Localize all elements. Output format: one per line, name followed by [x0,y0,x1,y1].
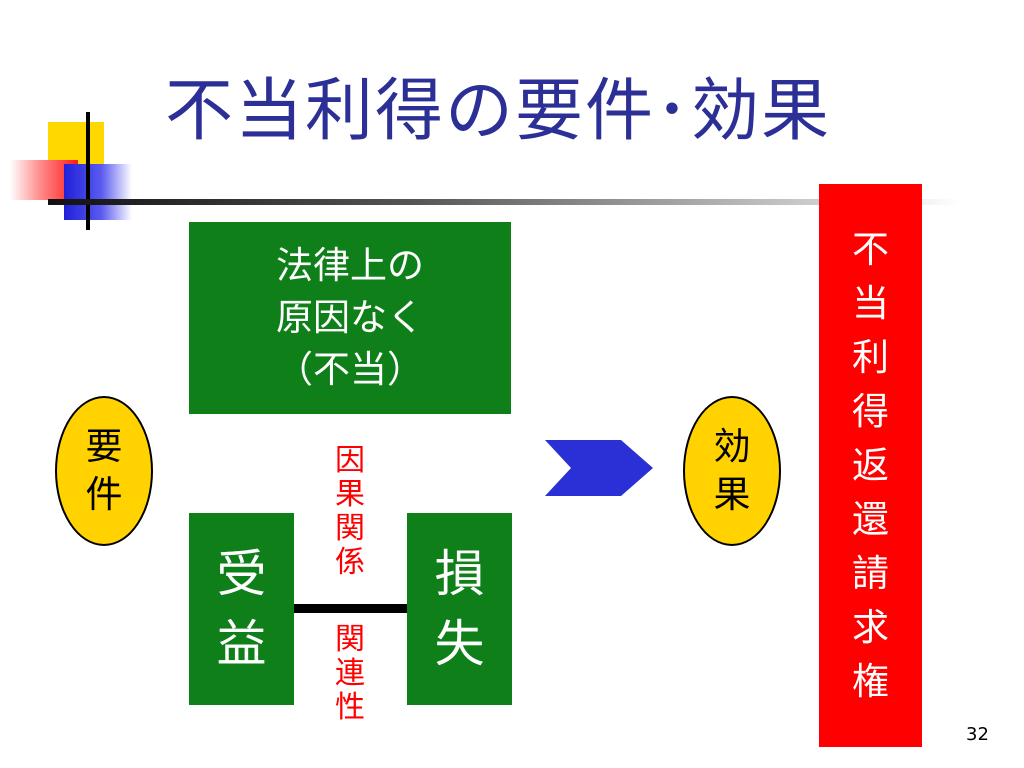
vertical-char: 失 [434,615,485,673]
causal-relation-label: 因果関係 [330,444,370,580]
vertical-char: 求 [852,605,889,649]
cause-line: 原因なく [276,296,424,339]
vertical-line [86,112,90,230]
page-number: 32 [966,724,989,745]
effects-oval: 効果 [683,396,781,546]
no-legal-cause-box: 法律上の 原因なく （不当） [189,222,511,414]
vertical-char: 益 [216,615,267,673]
vertical-char: 関 [335,511,365,546]
loss-box: 損失 [407,513,512,705]
chevron-arrow-icon [545,440,653,496]
vertical-char: 果 [335,477,365,512]
vertical-char: 還 [852,497,889,541]
vertical-char: 不 [852,227,889,271]
vertical-char: 要 [85,425,123,468]
vertical-char: 件 [85,473,123,516]
cause-line: 法律上の [276,244,424,287]
vertical-char: 当 [852,281,889,325]
vertical-char: 性 [335,690,365,725]
vertical-char: 因 [335,443,365,478]
cause-line: （不当） [276,348,424,391]
restitution-claim-box: 不当利得返還請求権 [819,184,922,747]
vertical-char: 損 [434,545,485,603]
slide-title: 不当利得の要件･効果 [165,72,832,151]
blue-square [64,164,132,220]
vertical-char: 関 [335,622,365,657]
vertical-char: 返 [852,443,889,487]
relatedness-label: 関連性 [330,623,370,725]
title-rule [48,199,960,205]
vertical-char: 請 [852,551,889,595]
benefit-loss-connector [294,604,407,613]
vertical-char: 係 [335,545,365,580]
vertical-char: 得 [852,389,889,433]
vertical-char: 連 [335,656,365,691]
requirements-oval: 要件 [55,396,153,546]
corner-decoration [0,0,140,235]
vertical-char: 受 [216,545,267,603]
vertical-char: 果 [713,473,751,516]
vertical-char: 権 [852,659,889,703]
vertical-char: 利 [852,335,889,379]
benefit-box: 受益 [189,513,294,705]
vertical-char: 効 [713,425,751,468]
